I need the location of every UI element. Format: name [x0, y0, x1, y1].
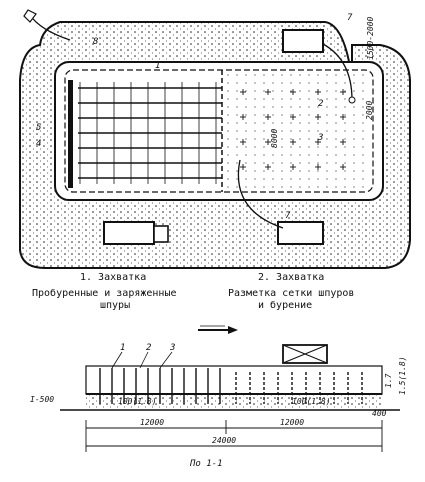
plan-callout-7-bottom: 7 [285, 211, 291, 221]
plan-dim-2000: 2000 [365, 101, 374, 120]
plan-callout-3: 3 [317, 133, 323, 143]
plan-callout-8: 8 [93, 37, 98, 47]
compressor-bottom [277, 221, 324, 245]
plan-callout-2: 2 [318, 99, 323, 109]
plan-callout-1: 1 [155, 61, 160, 71]
plan-view: 7 8 1 5 4 2 3 7 8000 2000 1500-2000 [19, 9, 411, 269]
plan-callout-4: 4 [36, 139, 41, 149]
zone2-marking-grid [240, 89, 346, 170]
compressor-top [282, 29, 324, 53]
section-callout-1: 1 [120, 343, 125, 353]
section-span-total: 24000 [212, 436, 236, 445]
zone2-title: 2. Захватка [258, 272, 324, 283]
plan-callout-7-top: 7 [347, 13, 353, 23]
section-spacing-left: 100(1.8) [118, 397, 157, 406]
section-mark-right: 400 [372, 409, 387, 418]
section-span-left: 12000 [140, 418, 164, 427]
zone1-desc-line2: шпуры [100, 300, 130, 311]
section-view: 1 2 3 100(1.8) 100(1.8) 1.7 1.5(1.8) I-5… [30, 343, 407, 469]
detonation-line [68, 80, 73, 188]
zone2-desc-line1: Разметка сетки шпуров [228, 288, 354, 299]
section-spacing-right: 100(1.8) [292, 397, 331, 406]
section-title: По 1-1 [189, 459, 223, 469]
section-boreholes [99, 368, 363, 404]
section-callout-3: 3 [169, 343, 175, 353]
zone1-charged-holes [78, 87, 222, 179]
section-height-small: 1.7 [384, 373, 393, 388]
zone1-desc-line1: Пробуренные и заряженные [32, 287, 177, 299]
plan-dim-8000: 8000 [270, 129, 279, 148]
zone1-title: 1. Захватка [80, 272, 146, 283]
direction-arrow-icon [198, 325, 238, 334]
section-mark-left: I-500 [30, 395, 54, 404]
section-callout-2: 2 [146, 343, 151, 353]
truck-bottom-left [103, 221, 155, 245]
section-rock-layer [85, 365, 383, 395]
plan-dim-1500: 1500-2000 [366, 16, 375, 60]
section-span-right: 12000 [280, 418, 304, 427]
plan-callout-5: 5 [36, 123, 41, 133]
zone2-desc-line2: и бурение [258, 299, 312, 311]
section-height-total: 1.5(1.8) [398, 356, 407, 395]
